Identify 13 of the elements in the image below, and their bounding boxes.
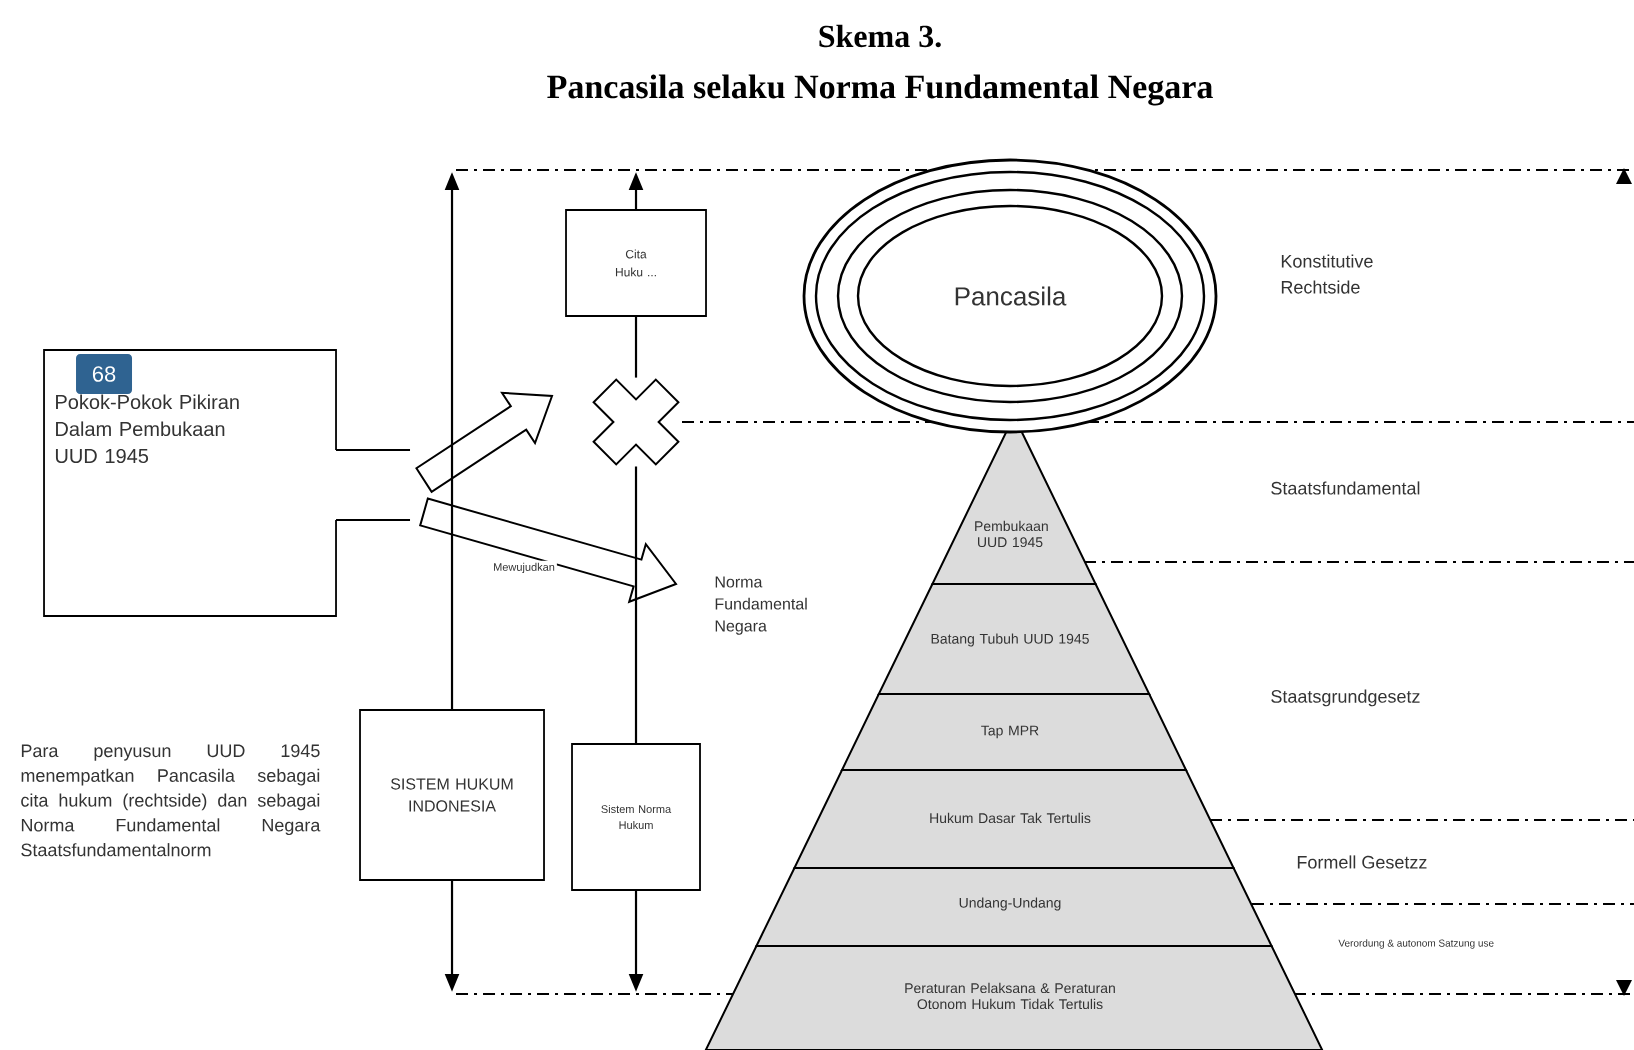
cross-shape xyxy=(592,378,680,466)
title: Skema 3. xyxy=(819,24,941,48)
title: Pancasila selaku Norma Fundamental Negara xyxy=(547,74,1213,106)
level-label: Staatsgrundgesetz xyxy=(1271,689,1420,707)
block-arrow xyxy=(415,391,554,494)
block-arrow xyxy=(418,497,678,604)
level-label: Staatsfundamental xyxy=(1271,481,1420,495)
level-label: Formell Gesetzz xyxy=(1297,855,1427,869)
text-label: Norma Fundamental Negara xyxy=(715,576,807,635)
text-box: SISTEM HUKUM INDONESIA xyxy=(359,709,545,881)
page-badge: 68 xyxy=(76,354,132,394)
level-label: Konstitutive Rechtside xyxy=(1281,254,1373,294)
description-text: Para penyusun UUD 1945 menempatkan Pancasila sebagai cita hukum (rechtside) dan sebagai Norma Fundamental Negara Staatsfundamentalnorm xyxy=(21,744,321,857)
